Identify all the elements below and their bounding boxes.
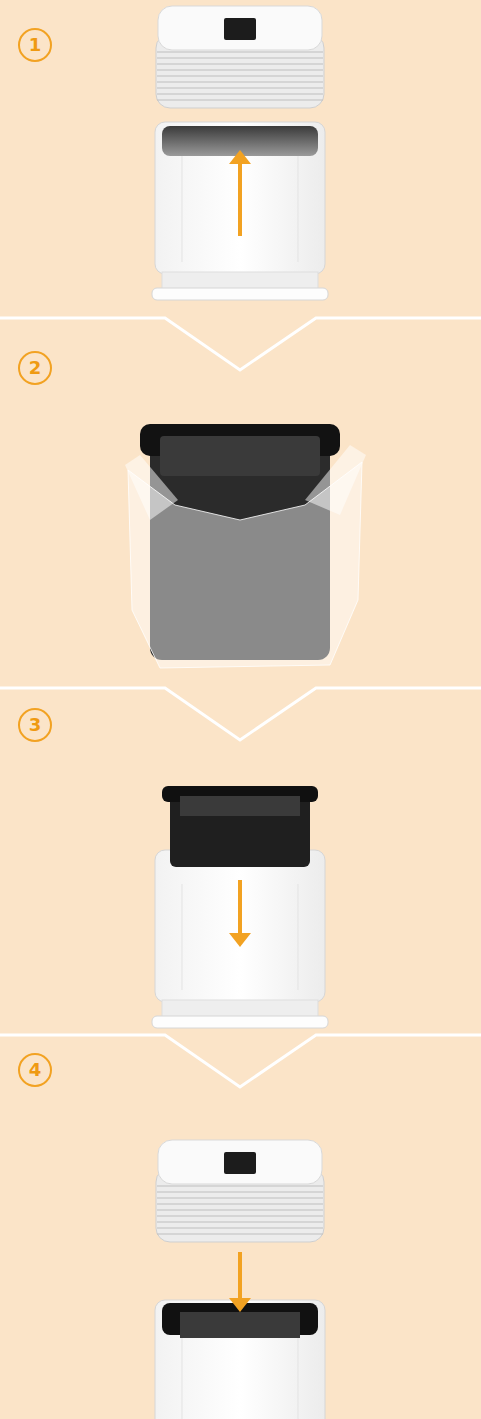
step-1-illustration xyxy=(152,6,328,300)
panel-separator xyxy=(0,318,481,1087)
step-circle: 3 xyxy=(18,708,52,742)
step-circle: 4 xyxy=(18,1053,52,1087)
step-circle: 1 xyxy=(18,28,52,62)
step-number: 1 xyxy=(29,36,42,54)
step-number: 2 xyxy=(29,359,42,377)
step-number: 3 xyxy=(29,716,42,734)
step-2-illustration xyxy=(125,424,366,668)
step-circle: 2 xyxy=(18,351,52,385)
step-4-illustration xyxy=(152,1140,328,1419)
step-3-illustration xyxy=(152,786,328,1028)
step-number: 4 xyxy=(29,1061,42,1079)
